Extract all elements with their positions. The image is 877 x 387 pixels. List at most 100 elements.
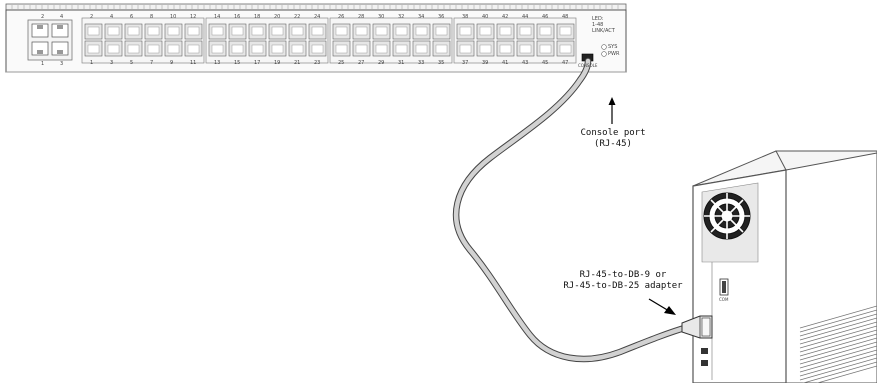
rj45-port-jack (231, 44, 244, 54)
rj45-port-jack (559, 26, 572, 36)
port-group (453, 17, 577, 64)
port-number-bottom: 43 (522, 60, 529, 66)
port-number-bottom: 9 (170, 60, 174, 66)
port-number-bottom: 13 (214, 60, 221, 66)
rj45-port-jack (271, 44, 284, 54)
rj45-port-jack (211, 44, 224, 54)
port-number-top: 12 (190, 14, 197, 20)
port-number-bottom: 19 (274, 60, 281, 66)
uplink-port (51, 41, 69, 56)
port-number-bottom: 29 (378, 60, 385, 66)
rj45-port-jack (335, 26, 348, 36)
rj45-port-jack (311, 44, 324, 54)
rj45-port-jack (435, 44, 448, 54)
vent-line (799, 329, 877, 353)
fan-grille (703, 192, 751, 240)
port-group (329, 17, 453, 64)
uplink-port (31, 41, 49, 56)
rj45-port-jack (311, 26, 324, 36)
rj45-port-jack (291, 26, 304, 36)
rj45-port-jack (459, 26, 472, 36)
pwr-label: PWR (608, 51, 620, 57)
vent-line (799, 349, 877, 373)
rj45-port-jack (435, 26, 448, 36)
rj45-port-jack (87, 44, 100, 54)
rj45-port-jack (127, 44, 140, 54)
usb-port-1 (701, 348, 708, 354)
port-number-top: 20 (274, 14, 281, 20)
rj45-port-jack (499, 44, 512, 54)
rj45-port-jack (167, 26, 180, 36)
vent-line (799, 357, 877, 381)
port-number-bottom: 17 (254, 60, 261, 66)
port-number-top: 24 (314, 14, 321, 20)
rj45-port-jack (479, 44, 492, 54)
port-number-top: 10 (170, 14, 177, 20)
rj45-port-jack (87, 26, 100, 36)
rj45-port-jack (415, 26, 428, 36)
uplink-port-latch (57, 50, 63, 54)
console-port-label: Console port (RJ-45) (568, 128, 658, 150)
rj45-port-jack (395, 26, 408, 36)
uplink-top-label-2: 4 (60, 14, 64, 20)
uplink-bottom-label-2: 3 (60, 61, 64, 67)
sys-label: SYS (608, 44, 618, 50)
rj45-port-jack (355, 44, 368, 54)
port-number-top: 8 (150, 14, 154, 20)
rj45-port-jack (499, 26, 512, 36)
port-number-bottom: 21 (294, 60, 301, 66)
vent-line (799, 317, 877, 341)
port-group (81, 17, 205, 64)
rj45-port-jack (395, 44, 408, 54)
port-number-top: 26 (338, 14, 345, 20)
rj45-port-jack (147, 26, 160, 36)
rj45-port-jack (127, 26, 140, 36)
port-number-top: 34 (418, 14, 425, 20)
port-group (205, 17, 329, 64)
serial-tag: COM (719, 297, 729, 302)
rj45-port-jack (519, 26, 532, 36)
port-number-top: 28 (358, 14, 365, 20)
rj45-port-jack (335, 44, 348, 54)
rj45-port-jack (559, 44, 572, 54)
port-groups (11, 5, 619, 64)
vent-line (799, 321, 877, 345)
vent-line (799, 337, 877, 361)
side-vents (799, 305, 877, 387)
rj45-port-jack (187, 26, 200, 36)
rj45-port-jack (251, 26, 264, 36)
db9-adapter (681, 315, 713, 339)
port-number-top: 30 (378, 14, 385, 20)
rj45-port-jack (539, 44, 552, 54)
port-number-bottom: 1 (90, 60, 94, 66)
port-number-top: 40 (482, 14, 489, 20)
rj45-port-jack (459, 44, 472, 54)
port-number-top: 22 (294, 14, 301, 20)
rj45-port-jack (107, 44, 120, 54)
port-number-bottom: 5 (130, 60, 134, 66)
vent-line (799, 361, 877, 385)
port-number-bottom: 15 (234, 60, 241, 66)
port-number-bottom: 3 (110, 60, 114, 66)
rj45-port-jack (355, 26, 368, 36)
port-number-top: 6 (130, 14, 134, 20)
port-number-bottom: 41 (502, 60, 509, 66)
port-number-bottom: 27 (358, 60, 365, 66)
uplink-port-latch (37, 25, 43, 29)
port-number-bottom: 23 (314, 60, 321, 66)
port-number-top: 46 (542, 14, 549, 20)
rj45-port-jack (147, 44, 160, 54)
vent-line (799, 325, 877, 349)
port-number-top: 32 (398, 14, 405, 20)
port-number-top: 18 (254, 14, 261, 20)
rj45-port-jack (291, 44, 304, 54)
console-tag: CONSOLE (578, 63, 598, 68)
led-label: LED: 1-48 LINK/ACT (592, 16, 615, 34)
port-number-bottom: 45 (542, 60, 549, 66)
rj45-port-jack (375, 26, 388, 36)
uplink-bottom-label-1: 1 (41, 61, 45, 67)
rj45-port-jack (271, 26, 284, 36)
adapter-arrow (648, 298, 676, 315)
rj45-port-jack (479, 26, 492, 36)
uplink-port-latch (37, 50, 43, 54)
